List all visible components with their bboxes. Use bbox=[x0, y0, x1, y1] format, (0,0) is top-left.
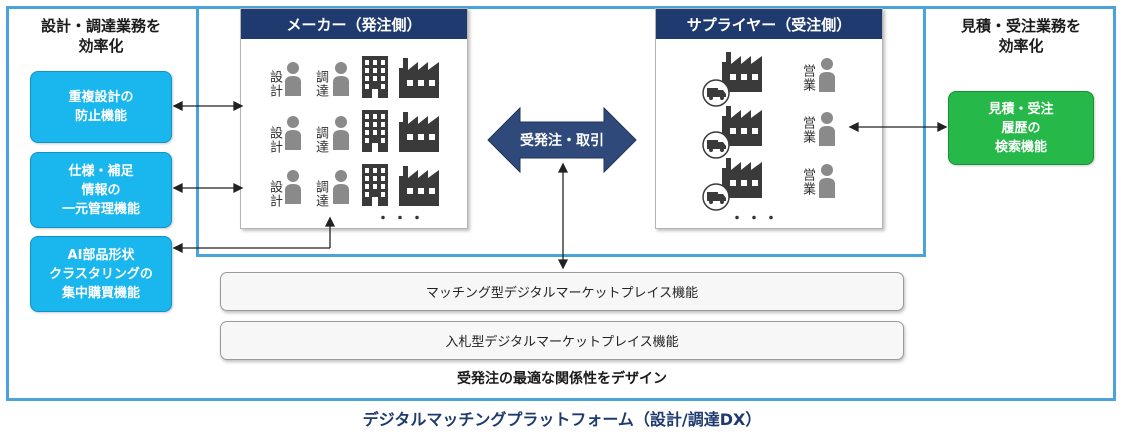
person-icon bbox=[285, 62, 301, 96]
right-frame bbox=[920, 6, 1116, 257]
factory-icon bbox=[722, 52, 762, 92]
spec-info-management-button[interactable]: 仕様・補足 情報の 一元管理機能 bbox=[30, 152, 172, 228]
right-title: 見積・受注業務を 効率化 bbox=[960, 17, 1081, 55]
person-icon bbox=[819, 58, 835, 92]
double-arrow-icon bbox=[487, 106, 637, 174]
person-icon bbox=[819, 164, 835, 198]
factory-icon bbox=[399, 112, 439, 152]
bar-label: 入札型デジタルマーケットプレイス機能 bbox=[445, 335, 679, 350]
person-icon bbox=[285, 116, 301, 150]
design-label-1: 設計 bbox=[267, 70, 282, 98]
bidding-marketplace-bar[interactable]: 入札型デジタルマーケットプレイス機能 bbox=[220, 321, 904, 360]
sales-label-2: 営業 bbox=[800, 116, 815, 144]
factory-icon bbox=[399, 166, 439, 206]
office-building-icon bbox=[362, 56, 388, 98]
person-icon bbox=[333, 170, 349, 204]
person-icon bbox=[333, 116, 349, 150]
truck-icon bbox=[702, 183, 730, 211]
relationship-caption: 受発注の最適な関係性をデザイン bbox=[457, 371, 667, 387]
maker-more-dots: ・・・ bbox=[376, 211, 427, 227]
procurement-label-3: 調達 bbox=[313, 180, 328, 208]
button-label: AI部品形状 クラスタリングの 集中購買機能 bbox=[49, 247, 153, 301]
supplier-box: サプライヤー（受注側） bbox=[655, 8, 883, 229]
button-label: 見積・受注 履歴の 検索機能 bbox=[988, 101, 1054, 155]
procurement-label-2: 調達 bbox=[313, 126, 328, 154]
procurement-label-1: 調達 bbox=[313, 70, 328, 98]
platform-caption: デジタルマッチングプラットフォーム（設計/調達DX） bbox=[362, 410, 762, 429]
duplicate-design-prevention-button[interactable]: 重複設計の 防止機能 bbox=[30, 71, 172, 143]
transaction-label: 受発注・取引 bbox=[520, 133, 604, 149]
sales-label-1: 営業 bbox=[800, 64, 815, 92]
button-label: 仕様・補足 情報の 一元管理機能 bbox=[61, 163, 140, 217]
office-building-icon bbox=[362, 110, 388, 152]
factory-icon bbox=[399, 58, 439, 98]
supplier-title: サプライヤー（受注側） bbox=[656, 9, 882, 39]
person-icon bbox=[285, 170, 301, 204]
bar-label: マッチング型デジタルマーケットプレイス機能 bbox=[425, 286, 699, 301]
office-building-icon bbox=[362, 164, 388, 206]
ai-clustering-purchasing-button[interactable]: AI部品形状 クラスタリングの 集中購買機能 bbox=[30, 236, 172, 312]
sales-label-3: 営業 bbox=[800, 168, 815, 196]
design-label-2: 設計 bbox=[267, 126, 282, 154]
design-label-3: 設計 bbox=[267, 180, 282, 208]
maker-box: メーカー（発注側） bbox=[240, 8, 468, 229]
person-icon bbox=[819, 112, 835, 146]
matching-marketplace-bar[interactable]: マッチング型デジタルマーケットプレイス機能 bbox=[220, 272, 904, 311]
maker-title: メーカー（発注側） bbox=[241, 9, 467, 39]
truck-icon bbox=[702, 131, 730, 159]
truck-icon bbox=[702, 79, 730, 107]
button-label: 重複設計の 防止機能 bbox=[68, 90, 134, 124]
left-title: 設計・調達業務を 効率化 bbox=[40, 17, 161, 55]
supplier-more-dots: ・・・ bbox=[730, 211, 781, 227]
quote-history-search-button[interactable]: 見積・受注 履歴の 検索機能 bbox=[948, 91, 1094, 165]
person-icon bbox=[333, 62, 349, 96]
